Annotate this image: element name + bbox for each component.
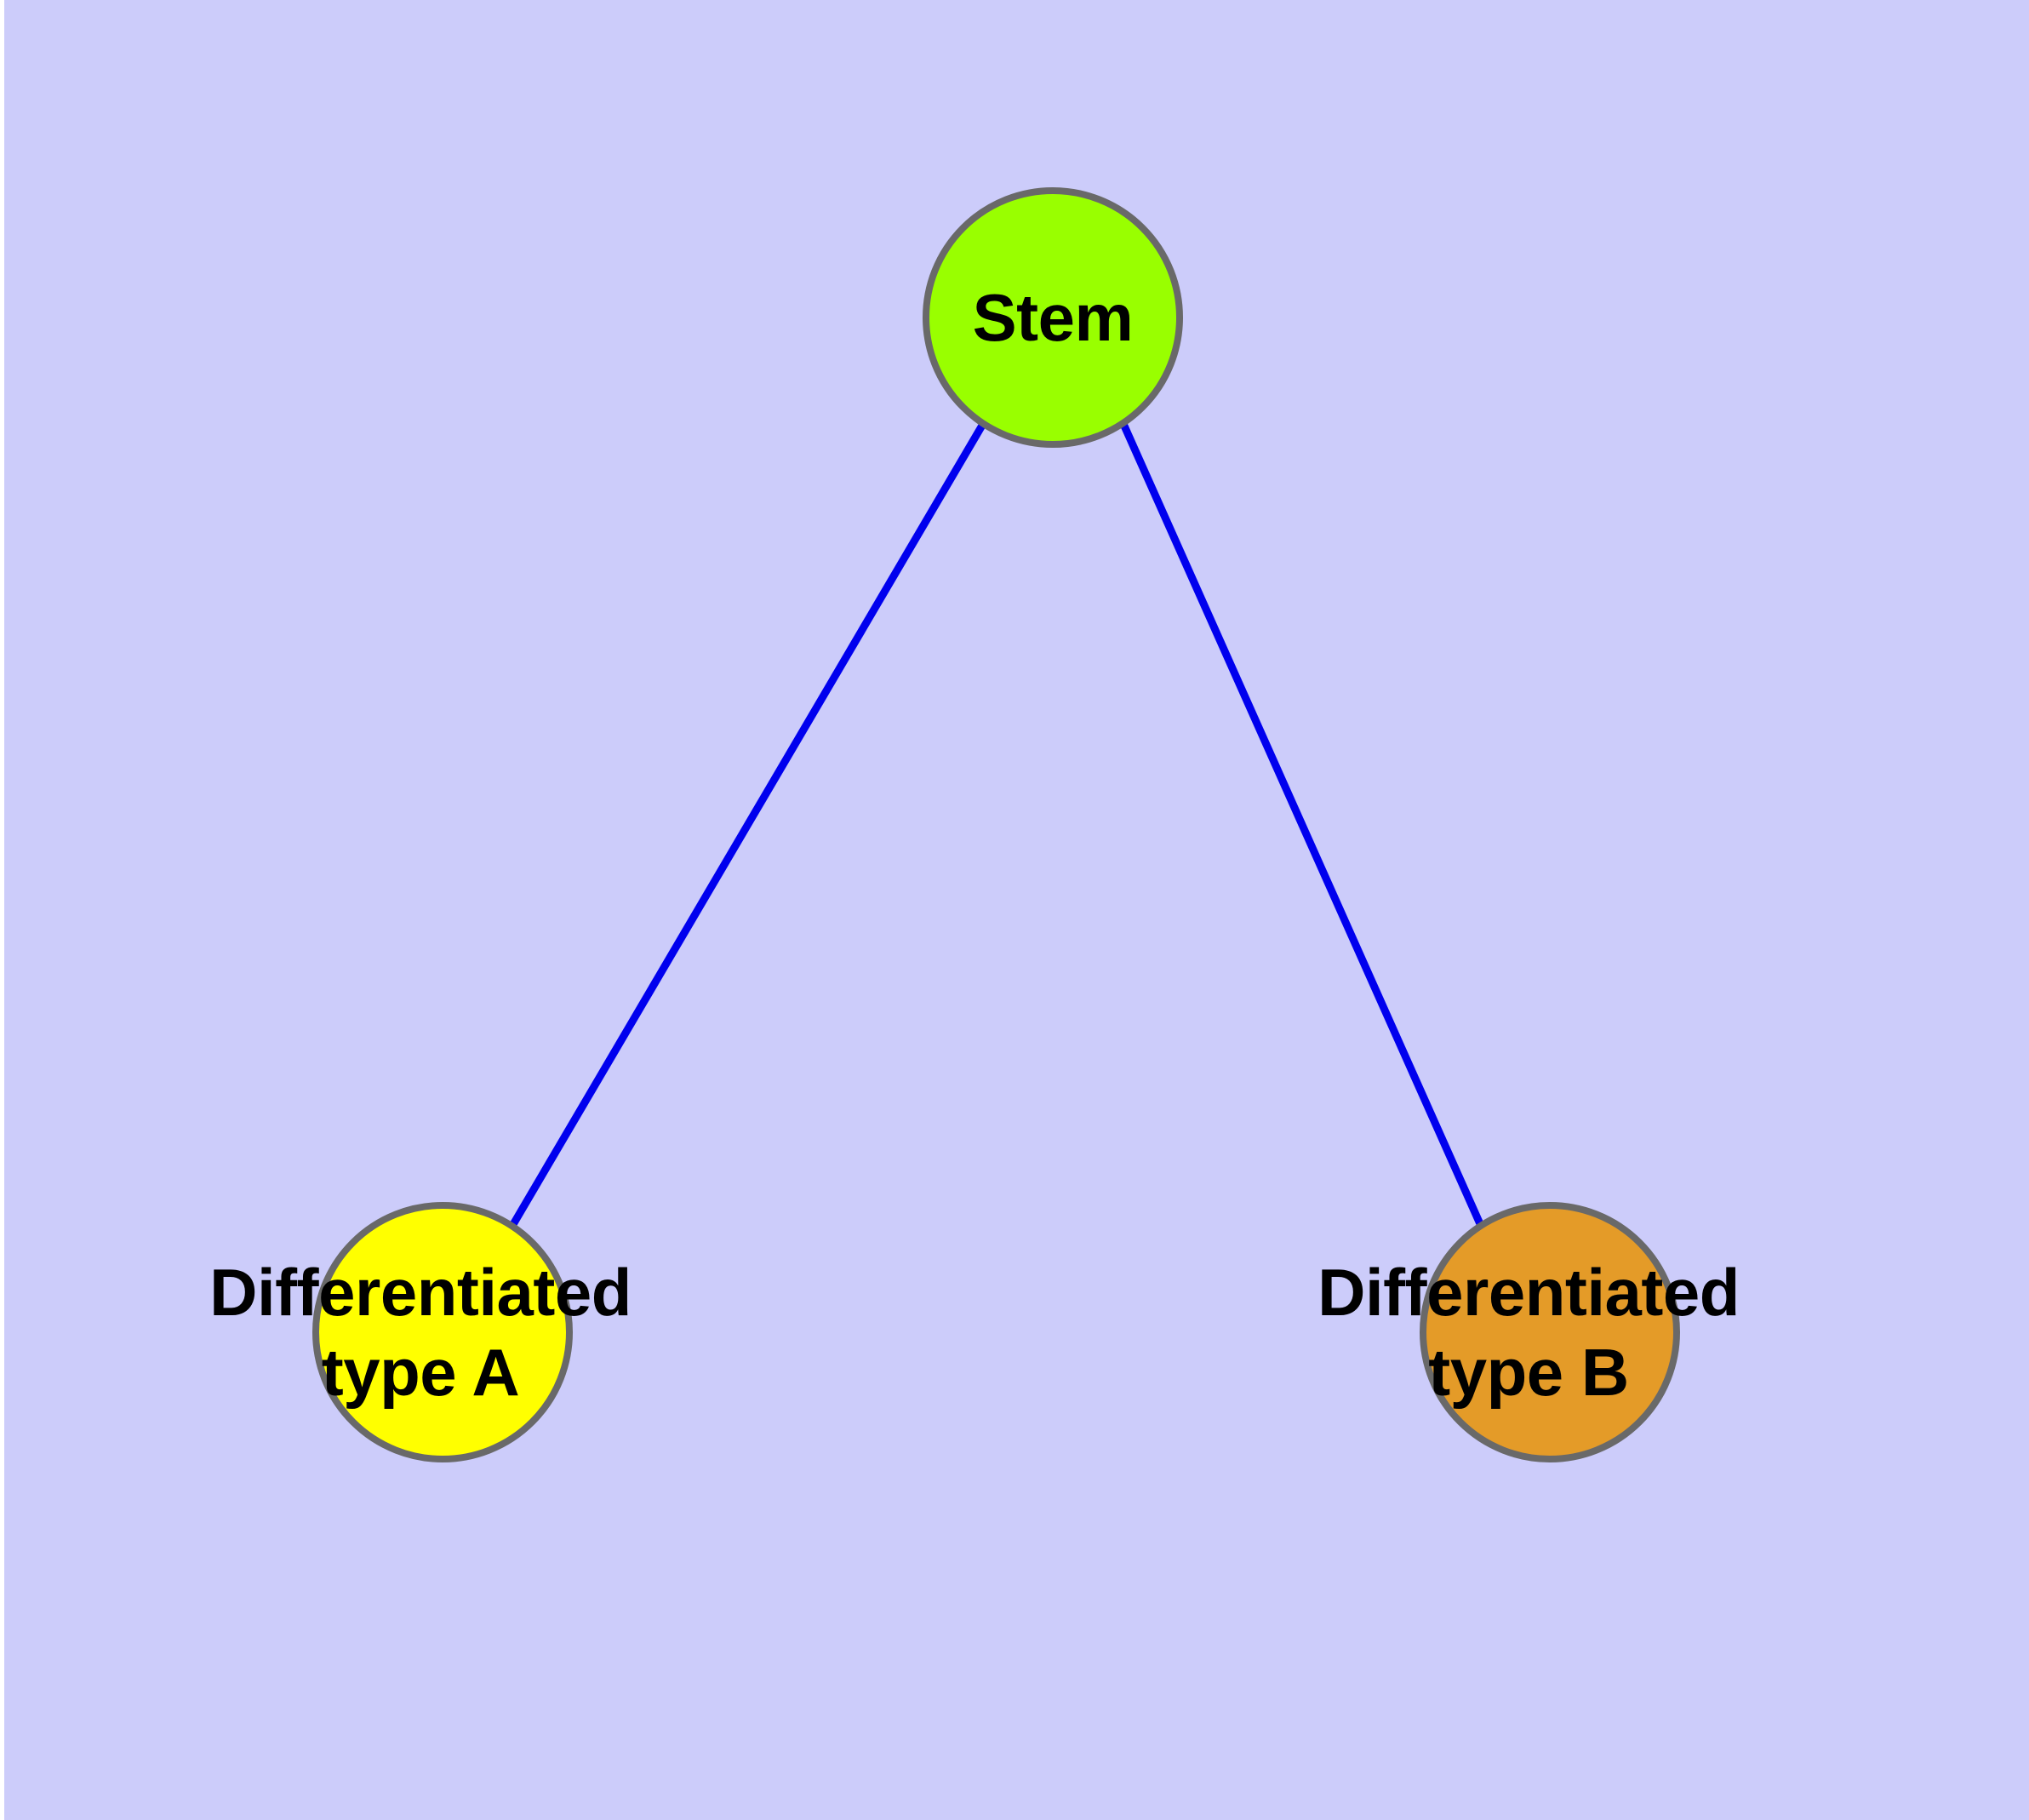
node-circle-differentiated-type-a[interactable] [312, 1202, 573, 1462]
node-layer [312, 187, 1680, 1462]
edge-stem-to-type-b [1119, 422, 1485, 1228]
node-circle-differentiated-type-b[interactable] [1420, 1202, 1680, 1462]
node-circle-stem[interactable] [923, 187, 1183, 448]
edge-layer [509, 421, 1485, 1228]
edge-stem-to-type-a [509, 421, 986, 1228]
